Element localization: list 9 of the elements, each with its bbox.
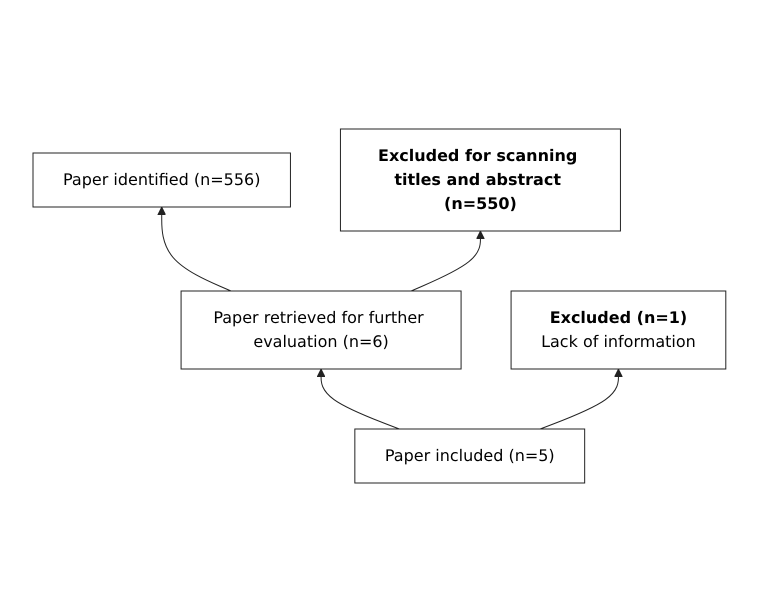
arrow xyxy=(539,368,622,430)
arrow xyxy=(316,368,400,430)
node-box: Paper retrieved for further evaluation (n=6) xyxy=(180,290,462,370)
node-box: Excluded for scanning titles and abstract (n=550) xyxy=(340,128,621,232)
node-box: Paper identified (n=556) xyxy=(32,152,291,208)
node-box: Excluded (n=1) Lack of information xyxy=(510,290,726,370)
node-box: Paper included (n=5) xyxy=(354,428,585,484)
arrow xyxy=(156,206,232,292)
arrow xyxy=(410,230,484,292)
